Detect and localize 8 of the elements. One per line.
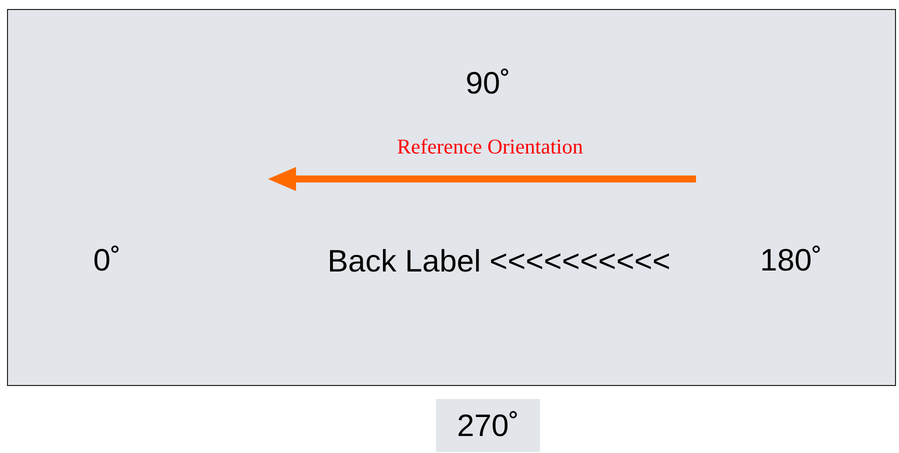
back-label-text: Back Label <<<<<<<<<<: [327, 246, 671, 276]
label-panel: [7, 9, 896, 386]
angle-label: 0˚: [93, 244, 121, 276]
angle-label: 270˚: [456, 410, 520, 441]
reference-label: Reference Orientation: [397, 136, 583, 158]
angle-box: [436, 399, 540, 452]
angle-label: 180˚: [760, 244, 822, 276]
angle-label: 90˚: [466, 68, 510, 98]
